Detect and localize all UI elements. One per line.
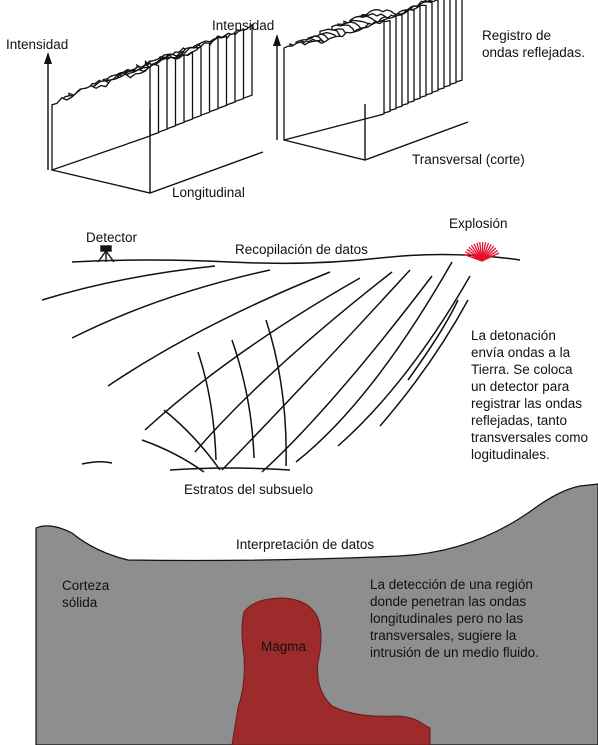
wave-arc xyxy=(337,275,471,447)
magma-intrusion xyxy=(231,597,431,745)
solid-crust xyxy=(35,483,598,745)
intensity-label-left: Intensidad xyxy=(6,37,69,52)
wave-arc xyxy=(107,271,331,387)
longitudinal-record xyxy=(44,23,264,194)
subsurface-strata-label: Estratos del subsuelo xyxy=(184,482,314,497)
wave-arc xyxy=(194,271,393,453)
wave-arc xyxy=(144,277,361,431)
data-collection-label: Recopilación de datos xyxy=(235,242,368,257)
axis-arrow-icon xyxy=(44,52,52,64)
detector-icon xyxy=(97,245,115,263)
detector-label: Detector xyxy=(86,230,138,245)
wave-arc xyxy=(141,439,205,473)
interpretation-description: La detección de una región donde penetra… xyxy=(370,577,539,660)
longitudinal-traces xyxy=(51,23,253,171)
solid-crust-label: Corteza sólida xyxy=(62,578,110,610)
explosion-label: Explosión xyxy=(449,216,508,231)
wave-arc xyxy=(221,269,411,471)
survey-section xyxy=(41,241,521,473)
wave-arc xyxy=(163,409,221,471)
wave-arc xyxy=(197,351,217,461)
wave-arc xyxy=(231,339,255,459)
trace-ribbon xyxy=(283,19,385,141)
reflected-waves-caption: Registro de ondas reflejadas. xyxy=(482,28,585,60)
transversal-record xyxy=(273,0,469,161)
stratum-line xyxy=(81,460,113,465)
intensity-label-right: Intensidad xyxy=(212,18,275,33)
data-interpretation-title: Interpretación de datos xyxy=(236,537,375,552)
axis-arrow-icon xyxy=(273,34,281,46)
ground-line xyxy=(71,253,521,265)
wave-arc xyxy=(261,275,433,473)
wave-arc xyxy=(71,269,271,339)
longitudinal-label: Longitudinal xyxy=(172,185,245,200)
wave-arc xyxy=(265,319,287,467)
wave-arc xyxy=(295,261,453,463)
reflected-waves xyxy=(41,261,471,473)
interpretation-section xyxy=(35,483,598,745)
stratum-line xyxy=(169,467,291,471)
wave-arc xyxy=(379,299,469,427)
wave-arc xyxy=(407,299,459,381)
magma-label: Magma xyxy=(261,639,307,654)
detonation-description: La detonación envía ondas a la Tierra. S… xyxy=(471,328,589,462)
trace-ribbon xyxy=(51,64,151,171)
wave-arc xyxy=(41,265,216,301)
explosion-icon xyxy=(463,241,500,262)
transversal-label: Transversal (corte) xyxy=(412,152,525,167)
transversal-traces xyxy=(283,0,463,141)
